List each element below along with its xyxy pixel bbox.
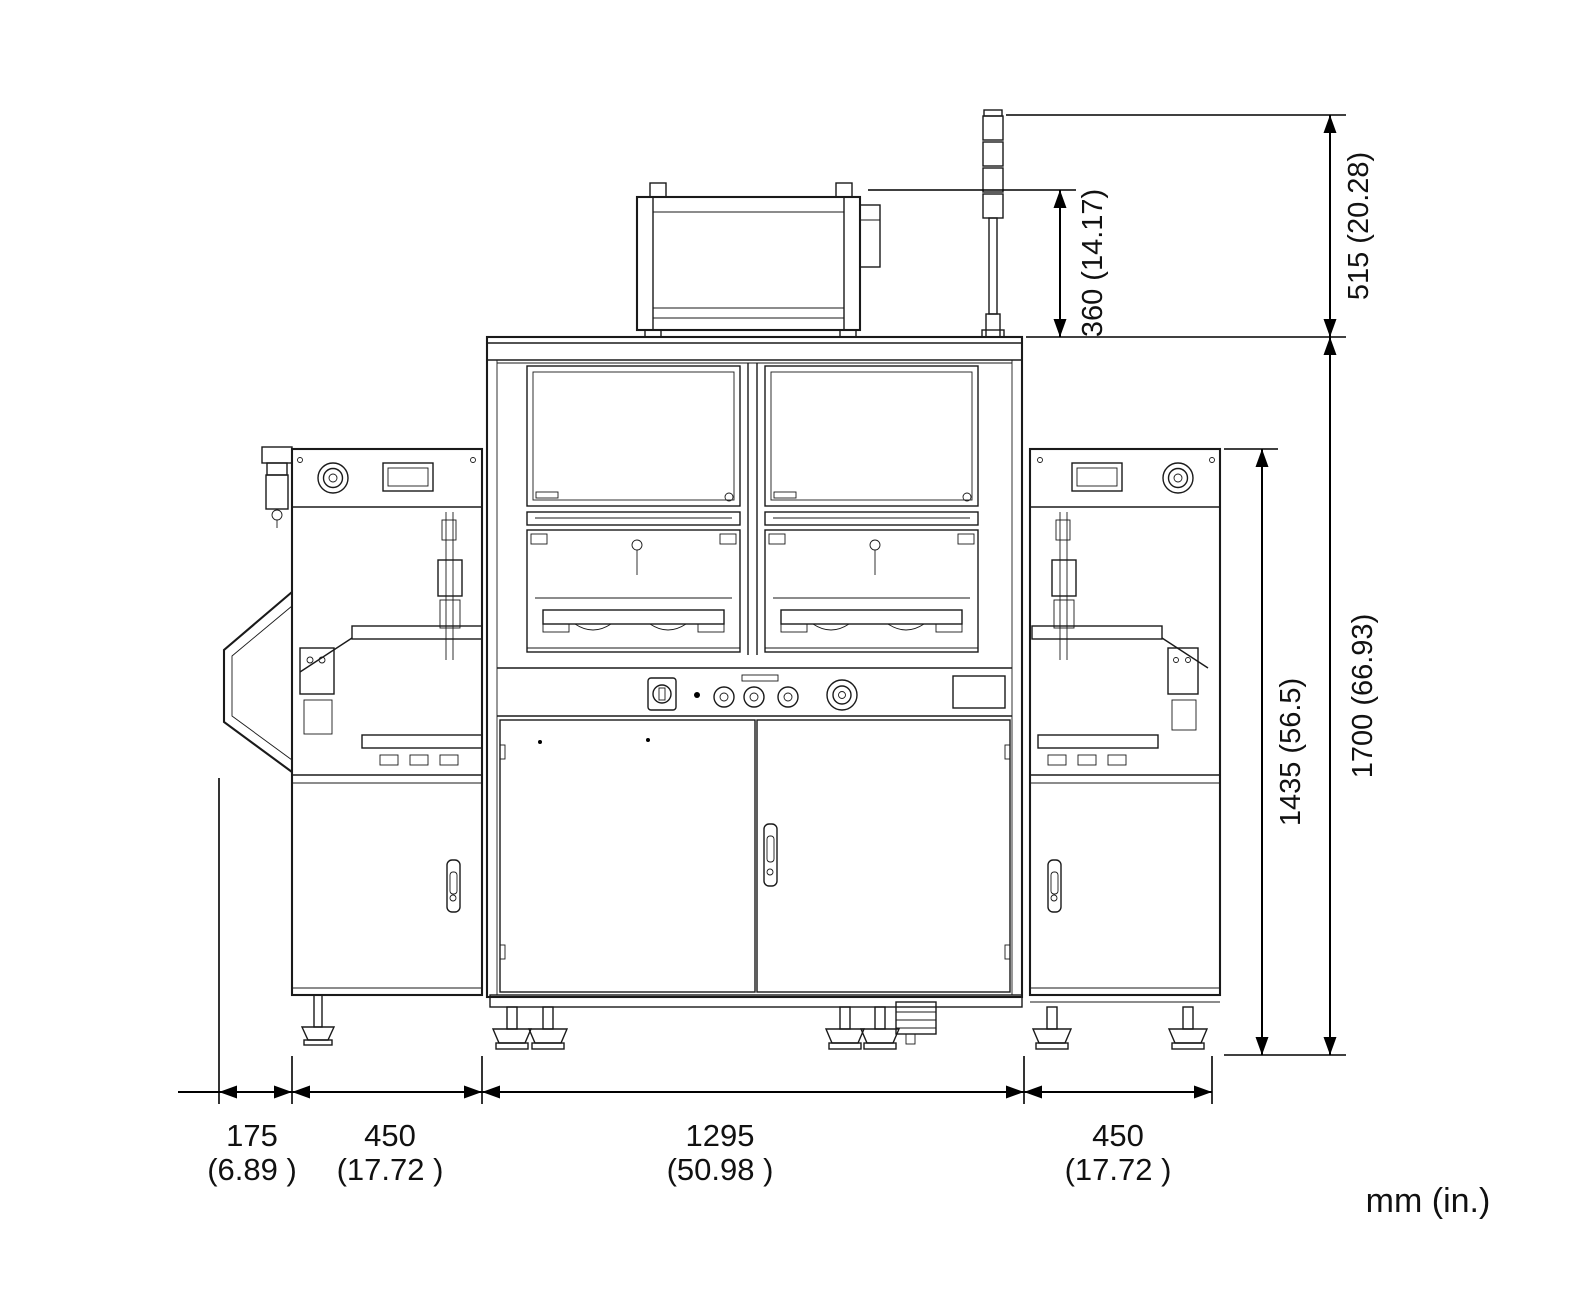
dim-label-1700: 1700 (66.93) [1347,614,1379,778]
shelf-plate [1031,625,1163,640]
dim-center-module-width: 1295 (50.98 ) [667,1118,774,1187]
main-switch-icon [647,677,677,711]
leveling-foot-icon [300,994,336,1046]
dim-label-450r-in: (17.72 ) [1065,1152,1172,1187]
dim-label-175-mm: 175 [226,1118,278,1153]
control-strip [497,667,1012,717]
dim-label-450l-in: (17.72 ) [337,1152,444,1187]
leveling-foot-icon [859,1006,901,1050]
dim-tower-height: 515 (20.28) [1323,115,1375,337]
display-panel [382,462,434,492]
right-window [764,365,979,653]
shelf-plate [1037,734,1159,749]
dim-left-module-width: 450 (17.72 ) [337,1118,444,1187]
leveling-foot-icon [824,1006,866,1050]
emergency-stop-icon [1162,462,1194,494]
unit-note: mm (in.) [1366,1182,1491,1220]
leveling-foot-icon [491,1006,533,1050]
window-knob-icon [724,492,734,502]
dim-label-450l-mm: 450 [364,1118,416,1153]
dim-label-1295-in: (50.98 ) [667,1152,774,1187]
left-chute [222,591,293,773]
shelf-plate [361,734,483,749]
button-icon [713,686,735,708]
top-feeder-unit [635,182,881,338]
gear-motor-icon [895,1001,937,1045]
dim-label-1435: 1435 (56.5) [1275,678,1307,826]
emergency-stop-icon [317,462,349,494]
door-handle-icon [446,859,461,913]
button-icon [777,686,799,708]
leveling-foot-icon [527,1006,569,1050]
door-handle-icon [763,823,778,887]
display-panel [1071,462,1123,492]
left-window [526,365,741,653]
door-handle-icon [1047,859,1062,913]
dim-label-1295-mm: 1295 [686,1118,755,1153]
signal-tower [981,109,1005,338]
lower-doors [499,719,1011,993]
dim-label-450r-mm: 450 [1092,1118,1144,1153]
leveling-foot-icon [1167,1006,1209,1050]
dim-chute-width: 175 (6.89 ) [207,1118,297,1187]
dim-overall-height: 1700 (66.93) [1323,337,1379,1055]
dim-label-515: 515 (20.28) [1343,152,1375,300]
right-cabinet [1028,447,1222,997]
dim-label-175-in: (6.89 ) [207,1152,297,1187]
air-regulator-icon [261,446,293,528]
main-body [485,335,1024,1008]
leveling-foot-icon [1031,1006,1073,1050]
base-rail [489,994,1023,1008]
dim-top-unit-height: 360 (14.17) [1053,189,1109,337]
left-cabinet [261,446,484,1046]
dim-frame-height: 1435 (56.5) [1255,449,1307,1055]
dimension-annotations: 515 (20.28) 360 (14.17) 1700 (66.93) 143… [178,114,1491,1220]
leveling-feet [491,1001,1220,1050]
name-plate [952,675,1006,709]
emergency-stop-icon [826,679,858,711]
dim-width-chain: 175 (6.89 ) 450 (17.72 ) 1295 (50.98 ) 4… [178,1085,1212,1187]
window-knob-icon [962,492,972,502]
shelf-plate [351,625,483,640]
dim-right-module-width: 450 (17.72 ) [1065,1118,1172,1187]
button-icon [743,686,765,708]
dim-label-360: 360 (14.17) [1077,189,1109,337]
